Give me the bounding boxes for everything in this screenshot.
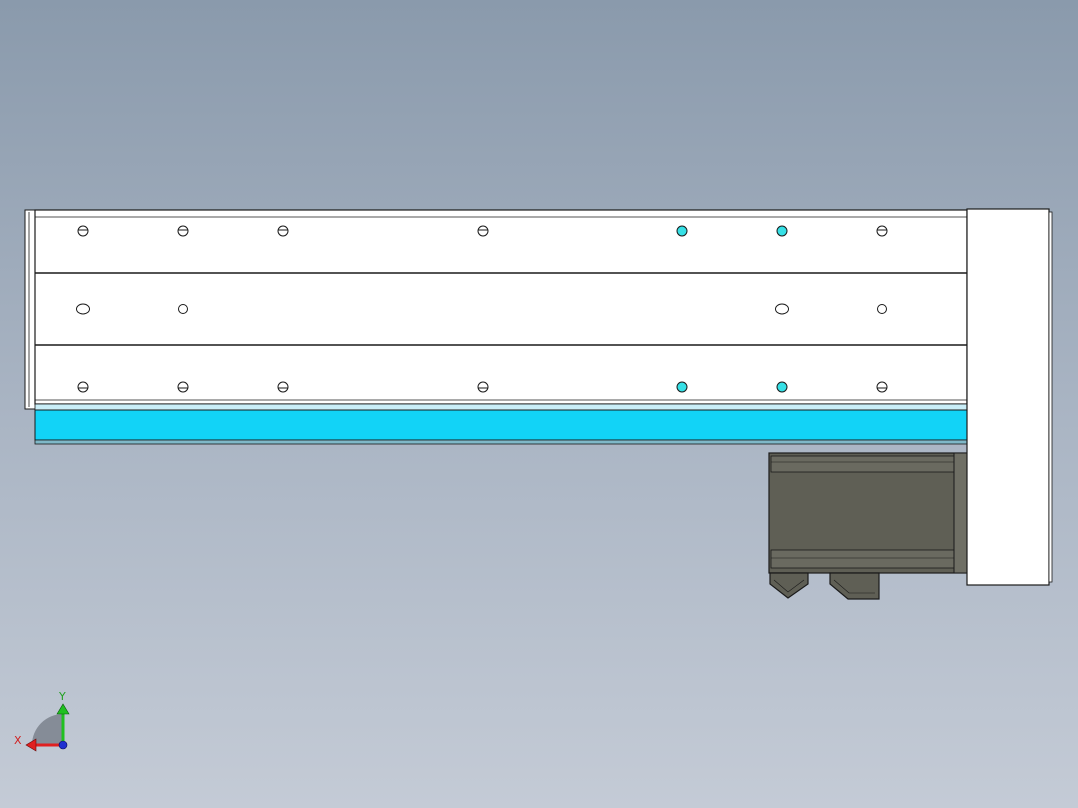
mounting-hole [277,381,289,393]
mounting-hole [876,381,888,393]
triad-arc [32,714,63,745]
triad-z-axis-dot [58,740,68,750]
reference-triad[interactable]: Y X [14,690,70,752]
mounting-hole [477,381,489,393]
mounting-hole [776,225,788,237]
mounting-hole [77,381,89,393]
guide-rail[interactable] [34,403,968,445]
triad-x-label: X [14,734,22,747]
mounting-hole [877,304,887,314]
mounting-hole [77,225,89,237]
profile-body-outline [34,209,968,405]
motor-bottom-band [770,549,955,569]
right-end-block-body [966,208,1050,586]
mounting-hole [277,225,289,237]
guide-rail-top-lip [34,403,968,411]
mounting-hole [177,225,189,237]
guide-rail-strip [34,409,968,441]
mounting-holes-top-row [77,225,888,237]
mounting-hole [477,225,489,237]
motor-flange-step [953,452,968,574]
triad-x-arrowhead [25,738,37,752]
mounting-holes-bottom-row [77,381,888,393]
right-end-block[interactable] [966,208,1053,586]
mounting-hole [177,381,189,393]
triad-y-arrowhead [56,703,70,715]
motor-connector-right [829,572,880,600]
mounting-holes-middle-row [76,303,887,315]
mounting-hole [775,303,789,315]
servo-motor[interactable] [768,452,968,600]
motor-top-band [770,455,955,473]
left-end-cap-outer [24,209,37,410]
motor-connector-left-inner [773,579,805,593]
motor-connector-left [769,572,809,599]
right-end-block-lip [1048,211,1053,583]
mounting-hole [676,225,688,237]
mounting-hole [178,304,188,314]
mounting-hole [676,381,688,393]
triad-y-label: Y [58,690,66,703]
profile-body[interactable] [34,209,968,405]
mounting-hole [76,303,90,315]
mounting-hole [776,381,788,393]
mounting-hole [876,225,888,237]
motor-connector-right-inner [833,579,875,594]
guide-rail-bottom-lip [34,439,968,445]
left-end-cap[interactable] [24,209,37,410]
